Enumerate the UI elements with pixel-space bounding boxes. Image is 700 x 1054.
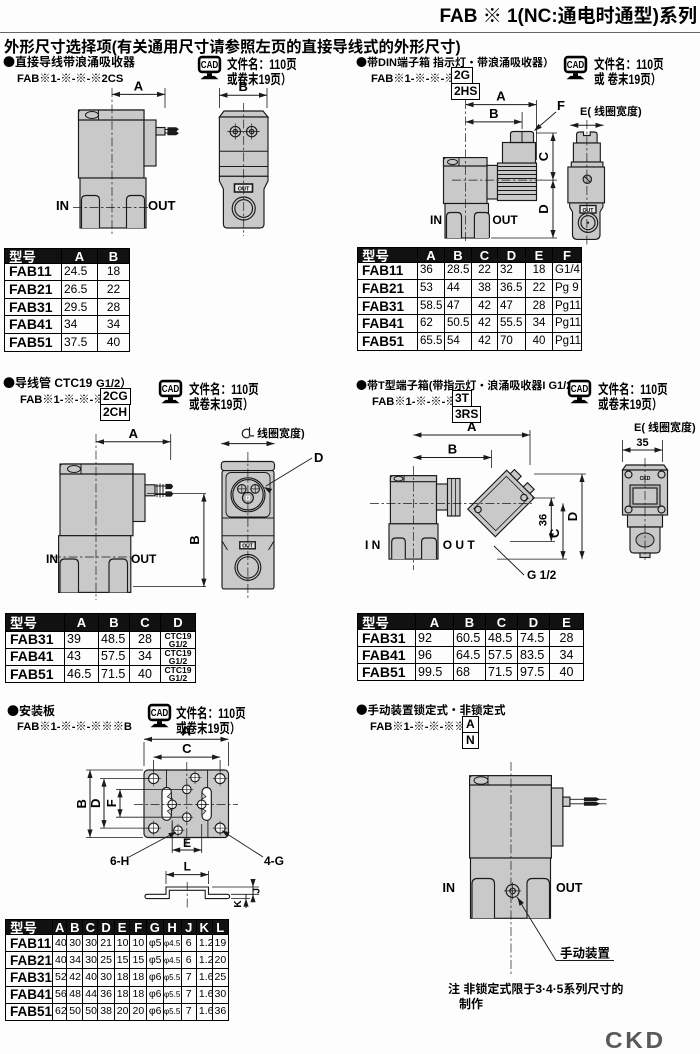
svg-text:IN: IN <box>430 213 442 227</box>
svg-text:B: B <box>187 535 202 544</box>
svg-text:A: A <box>182 723 192 738</box>
svg-text:OUT: OUT <box>556 881 583 895</box>
svg-text:CAD: CAD <box>567 60 585 71</box>
svg-text:IN: IN <box>443 881 456 895</box>
svg-text:F: F <box>557 98 565 113</box>
svg-text:线圈宽度): 线圈宽度) <box>257 425 305 441</box>
svg-text:CAD: CAD <box>151 708 169 719</box>
svg-text:B: B <box>489 106 498 121</box>
svg-text:36: 36 <box>537 514 549 526</box>
svg-text:O U T: O U T <box>443 538 476 552</box>
svg-text:CAD: CAD <box>162 384 180 395</box>
svg-text:B: B <box>239 79 248 94</box>
svg-text:D: D <box>536 204 551 213</box>
svg-text:D: D <box>565 512 580 521</box>
svg-text:4-G: 4-G <box>264 854 284 868</box>
svg-text:OUT: OUT <box>131 552 157 566</box>
svg-text:J: J <box>252 888 263 894</box>
svg-text:手动装置: 手动装置 <box>560 943 610 962</box>
svg-text:D: D <box>88 799 103 808</box>
svg-text:L: L <box>184 860 191 874</box>
svg-text:C: C <box>547 528 562 538</box>
svg-text:G 1/2: G 1/2 <box>527 568 557 582</box>
svg-text:E( 线圈宽度): E( 线圈宽度) <box>580 103 642 119</box>
svg-text:OUT: OUT <box>492 213 518 227</box>
svg-text:OUT: OUT <box>148 198 176 213</box>
svg-text:F: F <box>104 799 119 807</box>
svg-text:A: A <box>134 78 144 93</box>
svg-text:6-H: 6-H <box>110 854 129 868</box>
svg-text:A: A <box>496 89 506 104</box>
svg-text:OUT: OUT <box>583 208 595 214</box>
svg-text:A: A <box>467 419 477 434</box>
svg-text:CAD: CAD <box>201 60 219 71</box>
svg-text:E( 线圈宽度): E( 线圈宽度) <box>634 419 696 435</box>
svg-text:A: A <box>129 426 139 441</box>
svg-text:CAD: CAD <box>571 384 589 395</box>
svg-text:K: K <box>233 900 244 908</box>
svg-text:C: C <box>536 151 551 161</box>
svg-text:35: 35 <box>636 437 648 449</box>
svg-text:IN: IN <box>56 198 69 213</box>
svg-text:B: B <box>74 799 89 808</box>
svg-text:B: B <box>448 442 457 457</box>
svg-text:I N: I N <box>365 538 380 552</box>
svg-text:D: D <box>314 450 323 465</box>
svg-text:OUT: OUT <box>242 544 253 550</box>
svg-text:IN: IN <box>46 552 58 566</box>
svg-text:E: E <box>183 836 191 850</box>
svg-text:C: C <box>182 741 192 756</box>
